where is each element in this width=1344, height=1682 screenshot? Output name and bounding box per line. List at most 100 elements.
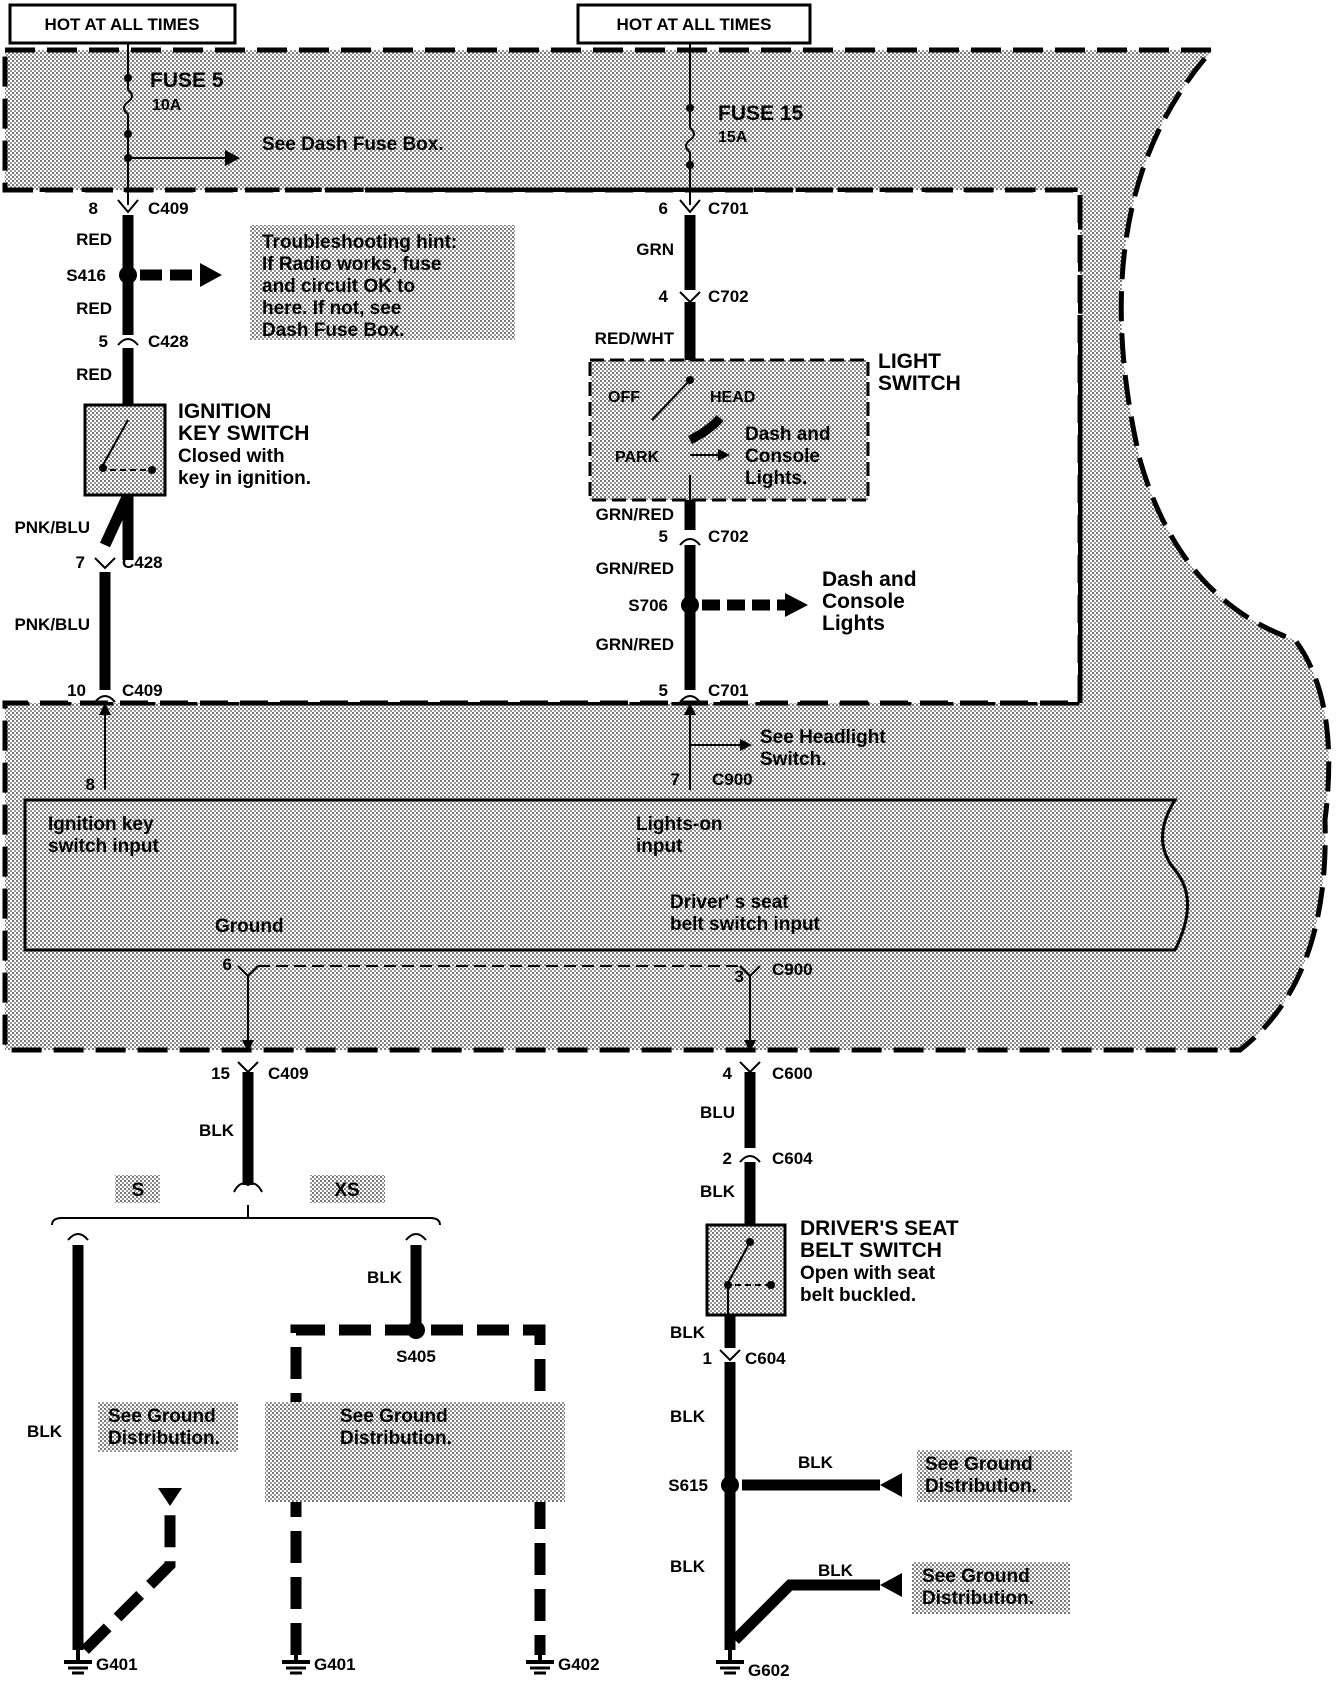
ground-icon (526, 1650, 554, 1675)
svg-text:6: 6 (223, 955, 232, 974)
dash-console-lights-label: Dash and Console Lights (822, 568, 917, 635)
svg-text:S615: S615 (668, 1476, 708, 1495)
svg-text:See Ground: See Ground (340, 1406, 448, 1427)
svg-text:S405: S405 (396, 1347, 436, 1366)
svg-text:1: 1 (703, 1349, 712, 1368)
svg-text:C428: C428 (148, 332, 189, 351)
svg-text:Distribution.: Distribution. (108, 1428, 220, 1449)
svg-text:C409: C409 (148, 199, 189, 218)
svg-text:C702: C702 (708, 527, 749, 546)
svg-text:C702: C702 (708, 287, 749, 306)
svg-text:BLK: BLK (670, 1407, 706, 1426)
svg-text:SWITCH: SWITCH (878, 372, 961, 395)
svg-text:Open with seat: Open with seat (800, 1263, 936, 1284)
svg-text:3: 3 (735, 967, 744, 986)
svg-text:S416: S416 (66, 266, 106, 285)
svg-text:15A: 15A (718, 129, 748, 146)
ground-icon (64, 1650, 92, 1675)
svg-text:BLK: BLK (818, 1561, 854, 1580)
svg-text:BLK: BLK (670, 1323, 706, 1342)
svg-text:C701: C701 (708, 199, 749, 218)
ground-icon (716, 1650, 744, 1675)
svg-text:See Headlight: See Headlight (760, 727, 886, 748)
svg-text:Lights: Lights (822, 612, 885, 635)
svg-text:See Ground: See Ground (108, 1406, 216, 1427)
left-circuit: 8 C409 RED S416 RED 5 C428 RED PNK/BLU 7… (14, 199, 222, 794)
svg-text:Ground: Ground (215, 916, 284, 937)
svg-text:Console: Console (822, 590, 905, 613)
svg-text:See Ground: See Ground (925, 1454, 1033, 1475)
svg-text:OFF: OFF (608, 389, 640, 406)
hot-at-all-times-left: HOT AT ALL TIMES (8, 3, 237, 45)
svg-text:See Ground: See Ground (922, 1566, 1030, 1587)
svg-text:RED: RED (76, 230, 112, 249)
svg-text:C900: C900 (772, 960, 813, 979)
right-circuit: 6 C701 GRN 4 C702 RED/WHT GRN/RED 5 C702… (595, 199, 886, 790)
svg-text:If Radio works, fuse: If Radio works, fuse (262, 254, 441, 275)
svg-text:7: 7 (76, 553, 85, 572)
svg-text:PARK: PARK (615, 449, 660, 466)
control-unit-box (23, 798, 1189, 952)
bottom-left-ground-circuit: 15 C409 BLK S XS BLK BLK S405 See Ground… (27, 1061, 600, 1675)
svg-text:BLK: BLK (27, 1422, 63, 1441)
svg-text:Closed with: Closed with (178, 446, 285, 467)
svg-text:7: 7 (671, 770, 680, 789)
svg-text:Distribution.: Distribution. (340, 1428, 452, 1449)
svg-text:IGNITION: IGNITION (178, 400, 271, 423)
svg-text:KEY SWITCH: KEY SWITCH (178, 422, 309, 445)
svg-text:here. If not, see: here. If not, see (262, 298, 401, 319)
svg-text:GRN/RED: GRN/RED (596, 505, 674, 524)
svg-text:Switch.: Switch. (760, 749, 827, 770)
svg-text:Lights-on: Lights-on (636, 814, 723, 835)
svg-text:HEAD: HEAD (710, 389, 755, 406)
svg-text:See Dash Fuse Box.: See Dash Fuse Box. (262, 134, 444, 155)
svg-text:belt buckled.: belt buckled. (800, 1285, 916, 1306)
c900-lower: 6 3 C900 (223, 955, 813, 1052)
svg-text:Driver' s seat: Driver' s seat (670, 892, 789, 913)
svg-text:BLK: BLK (798, 1453, 834, 1472)
svg-text:C701: C701 (708, 681, 749, 700)
svg-text:switch input: switch input (48, 836, 160, 857)
svg-text:key in ignition.: key in ignition. (178, 468, 311, 489)
troubleshooting-hint: Troubleshooting hint: If Radio works, fu… (250, 225, 515, 341)
svg-text:2: 2 (723, 1149, 732, 1168)
svg-text:G602: G602 (748, 1661, 790, 1680)
svg-text:10A: 10A (152, 97, 182, 114)
ignition-key-switch: IGNITION KEY SWITCH Closed with key in i… (83, 400, 311, 497)
svg-text:15: 15 (211, 1064, 230, 1083)
fuse-5: FUSE 5 10A See Dash Fuse Box. (123, 43, 444, 205)
svg-text:RED: RED (76, 365, 112, 384)
svg-text:Dash and: Dash and (745, 424, 831, 445)
svg-text:belt switch input: belt switch input (670, 914, 821, 935)
svg-text:C900: C900 (712, 770, 753, 789)
svg-text:5: 5 (99, 332, 108, 351)
svg-text:4: 4 (723, 1064, 733, 1083)
svg-text:C409: C409 (122, 681, 163, 700)
svg-text:Console: Console (745, 446, 820, 467)
hot-at-all-times-right: HOT AT ALL TIMES (576, 3, 812, 45)
svg-text:BLK: BLK (700, 1182, 736, 1201)
control-unit: Ignition key switch input Lights-on inpu… (48, 814, 821, 937)
bottom-right-seat-belt-circuit: 4 C600 BLU 2 C604 BLK BLK 1 C604 BLK S61… (668, 1061, 1072, 1680)
svg-text:6: 6 (659, 199, 668, 218)
svg-text:C409: C409 (268, 1064, 309, 1083)
svg-text:DRIVER'S SEAT: DRIVER'S SEAT (800, 1217, 959, 1240)
svg-text:PNK/BLU: PNK/BLU (14, 615, 90, 634)
svg-text:Distribution.: Distribution. (922, 1588, 1034, 1609)
svg-text:FUSE 15: FUSE 15 (718, 102, 804, 125)
svg-text:C604: C604 (745, 1349, 786, 1368)
svg-text:FUSE 5: FUSE 5 (150, 69, 224, 92)
center-clear-area (8, 192, 1078, 702)
svg-text:GRN/RED: GRN/RED (596, 559, 674, 578)
svg-text:C604: C604 (772, 1149, 813, 1168)
svg-text:input: input (636, 836, 683, 857)
svg-text:BLU: BLU (700, 1103, 735, 1122)
svg-text:LIGHT: LIGHT (878, 350, 941, 373)
svg-text:S706: S706 (628, 596, 668, 615)
svg-text:Lights.: Lights. (745, 468, 807, 489)
svg-text:C428: C428 (122, 553, 163, 572)
svg-text:BLK: BLK (199, 1121, 235, 1140)
svg-text:Ignition key: Ignition key (48, 814, 154, 835)
svg-text:4: 4 (659, 287, 669, 306)
seat-belt-switch: DRIVER'S SEAT BELT SWITCH Open with seat… (705, 1217, 959, 1317)
